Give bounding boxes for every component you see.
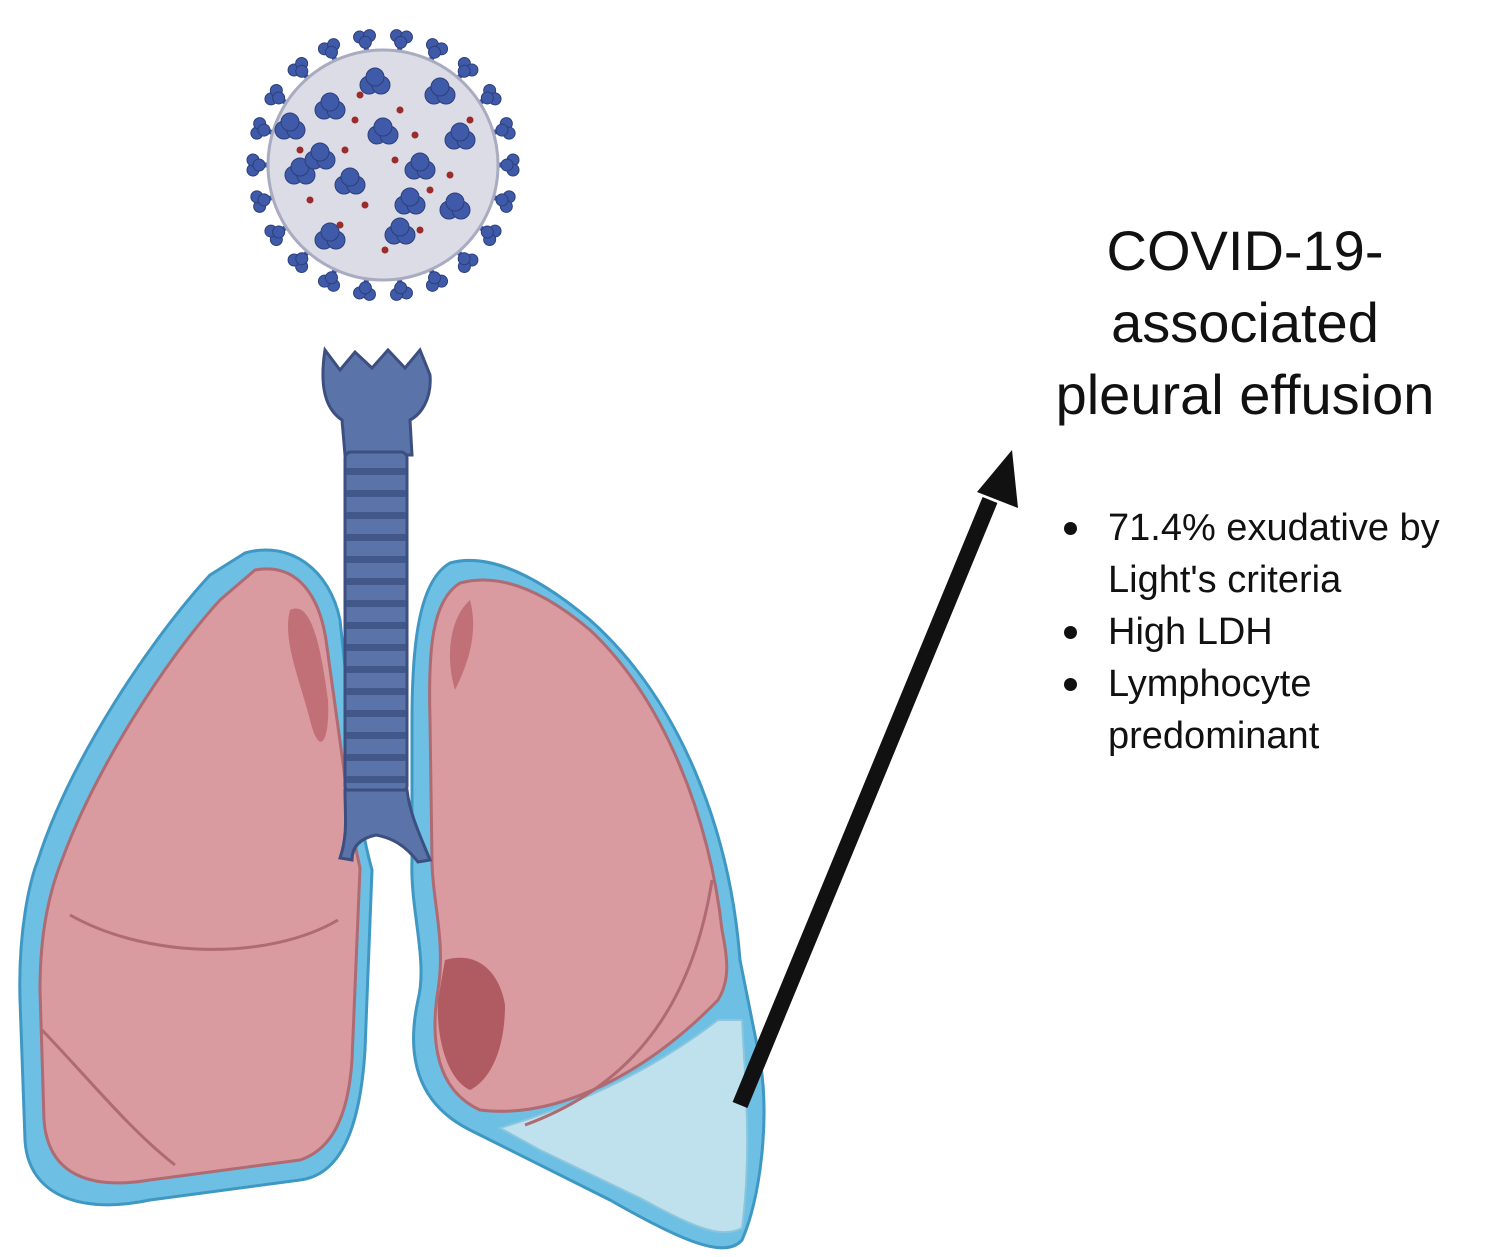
arrow-shaft — [732, 496, 998, 1109]
title-line-2: associated — [1111, 291, 1379, 354]
virus-surface-proteins — [274, 67, 476, 254]
surface-dot — [336, 221, 344, 229]
spike-protein — [264, 84, 292, 108]
surface-protein — [394, 187, 426, 215]
surface-protein — [367, 117, 399, 145]
spike-protein — [390, 273, 413, 301]
trachea-ring — [345, 490, 407, 497]
surface-dot — [446, 171, 454, 179]
finding-item: Lymphocyte predominant — [1060, 658, 1500, 762]
surface-protein — [384, 217, 416, 245]
findings-list: 71.4% exudative by Light's criteria High… — [1060, 502, 1500, 762]
surface-dot — [351, 116, 359, 124]
trachea-ring — [345, 468, 407, 475]
trachea-icon — [321, 346, 433, 864]
surface-dot — [296, 146, 304, 154]
surface-protein — [424, 77, 456, 105]
surface-protein — [439, 192, 471, 220]
surface-dot — [341, 146, 349, 154]
left-lung-fissure — [524, 879, 714, 1127]
right-lung-fissure-upper — [69, 913, 339, 951]
spike-protein — [287, 56, 313, 84]
surface-dot — [396, 106, 404, 114]
spike-protein — [474, 84, 502, 108]
surface-dot — [426, 186, 434, 194]
surface-dot — [356, 91, 364, 99]
bronchi — [337, 788, 433, 864]
title-line-3: pleural effusion — [1055, 363, 1435, 426]
surface-dot — [361, 201, 369, 209]
surface-protein — [314, 92, 346, 120]
trachea-ring — [345, 754, 407, 761]
left-lung-hilum — [437, 957, 505, 1090]
larynx — [321, 346, 432, 457]
trachea-ring — [345, 578, 407, 585]
surface-protein — [444, 122, 476, 150]
title-line-1: COVID-19- — [1106, 219, 1384, 282]
virus-icon — [246, 29, 520, 301]
spike-protein — [264, 222, 292, 246]
trachea-ring — [345, 666, 407, 673]
trachea-ring — [345, 732, 407, 739]
surface-dot — [416, 226, 424, 234]
surface-protein — [359, 67, 391, 95]
trachea-ring — [345, 776, 407, 783]
surface-protein — [314, 222, 346, 250]
spike-protein — [487, 117, 516, 140]
surface-dot — [306, 196, 314, 204]
surface-dot — [381, 246, 389, 254]
trachea-rings — [345, 468, 407, 783]
surface-protein — [334, 167, 366, 195]
spike-protein — [353, 29, 376, 57]
surface-protein — [274, 112, 306, 140]
left-lung-icon — [428, 578, 729, 1113]
trachea-ring — [345, 622, 407, 629]
finding-item: High LDH — [1060, 606, 1500, 658]
spike-protein — [287, 246, 313, 274]
diagram-title: COVID-19- associated pleural effusion — [1000, 215, 1490, 431]
right-lung-hilum — [288, 608, 329, 742]
surface-dot — [411, 131, 419, 139]
trachea-ring — [345, 556, 407, 563]
trachea-ring — [345, 600, 407, 607]
surface-protein — [404, 152, 436, 180]
spike-protein — [493, 153, 520, 177]
surface-protein — [284, 157, 316, 185]
trachea-ring — [345, 688, 407, 695]
left-lung-upper-shadow — [449, 600, 474, 690]
finding-item: 71.4% exudative by Light's criteria — [1060, 502, 1500, 606]
trachea-ring — [345, 710, 407, 717]
surface-dot — [391, 156, 399, 164]
surface-dot — [466, 116, 474, 124]
trachea-ring — [345, 644, 407, 651]
arrow-head — [977, 450, 1018, 508]
arrow-icon — [732, 450, 1018, 1109]
spike-protein — [246, 153, 273, 177]
trachea-ring — [345, 534, 407, 541]
spike-protein — [317, 38, 341, 66]
surface-protein — [304, 142, 336, 170]
trachea-ring — [345, 512, 407, 519]
right-lung-fissure-lower — [40, 1028, 176, 1167]
